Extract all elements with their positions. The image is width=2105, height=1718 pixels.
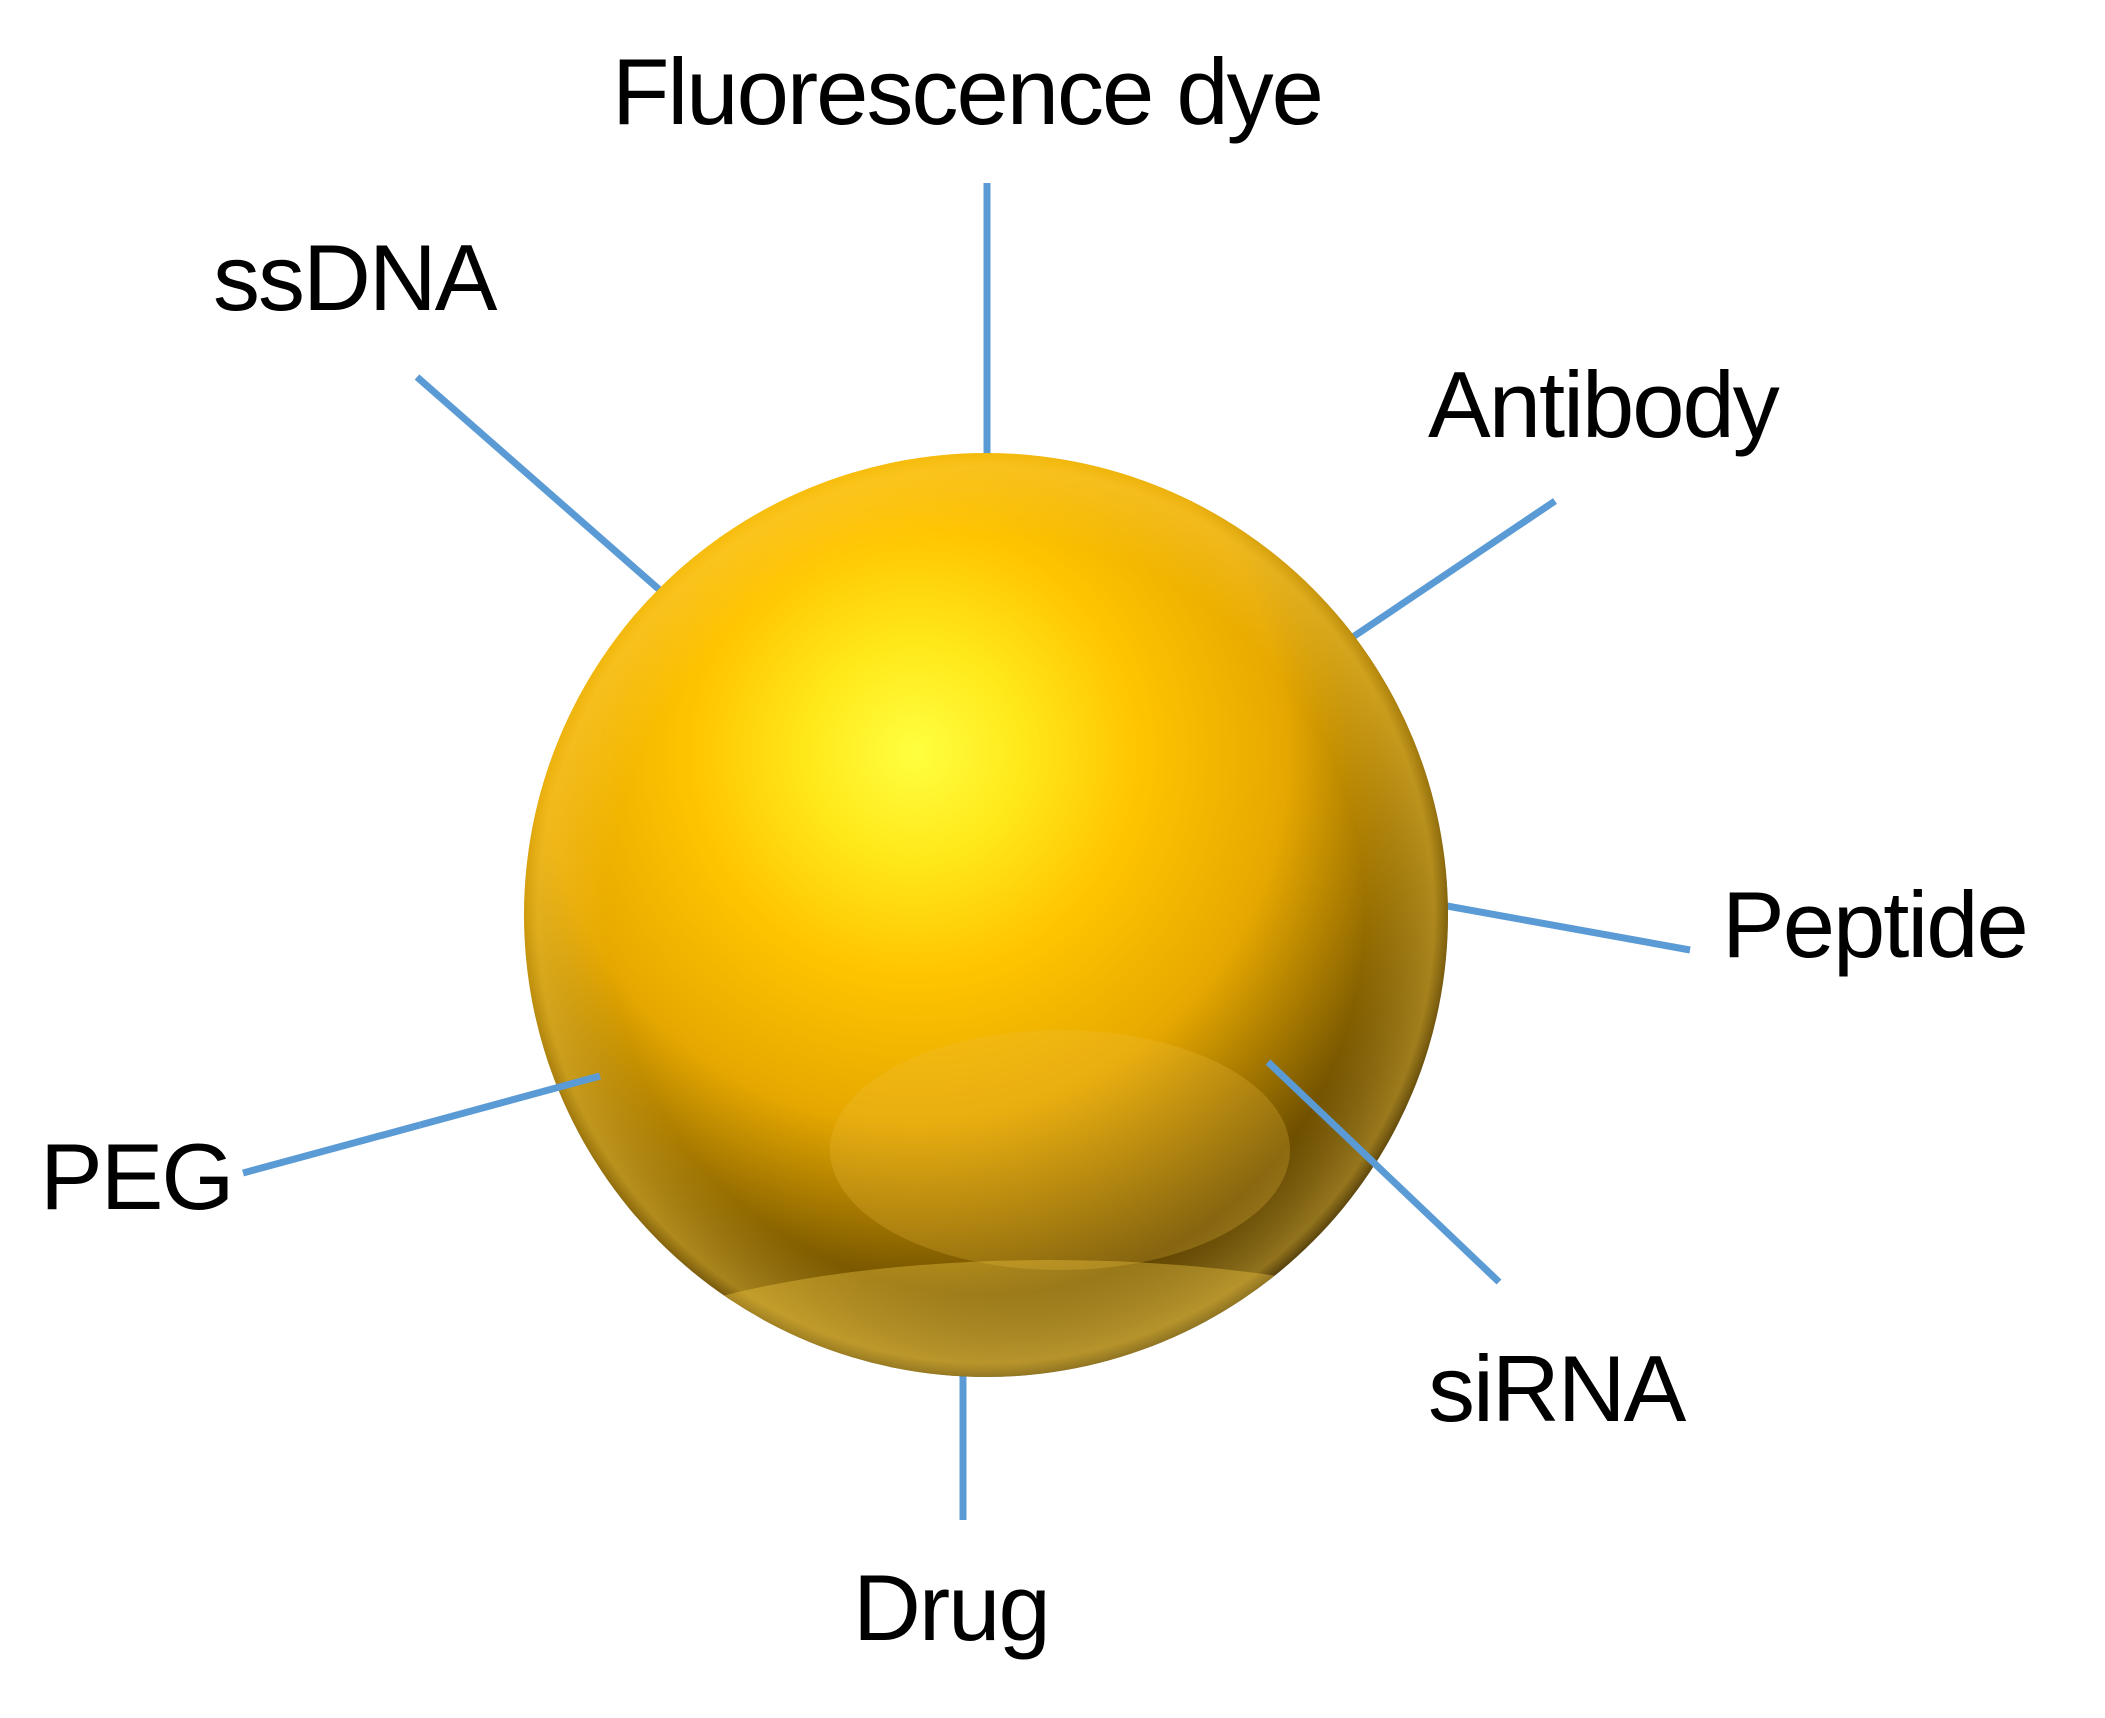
connector-sirna xyxy=(1265,1059,1502,1285)
label-ssdna: ssDNA xyxy=(213,225,497,330)
label-fluorescence-dye: Fluorescence dye xyxy=(612,39,1324,144)
connector-peg xyxy=(242,1121,421,1177)
connector-lines xyxy=(242,183,1691,1520)
label-sirna: siRNA xyxy=(1428,1336,1686,1441)
gold-nanoparticle-core xyxy=(524,453,1448,1377)
label-peptide: Peptide xyxy=(1722,872,2029,977)
label-drug: Drug xyxy=(853,1555,1051,1660)
label-peg: PEG xyxy=(40,1124,235,1229)
connector-antibody xyxy=(1342,498,1557,646)
connector-peg-inner xyxy=(419,1072,601,1129)
connector-ssdna xyxy=(414,374,665,595)
label-antibody: Antibody xyxy=(1428,352,1780,457)
connector-peptide xyxy=(1446,902,1691,954)
